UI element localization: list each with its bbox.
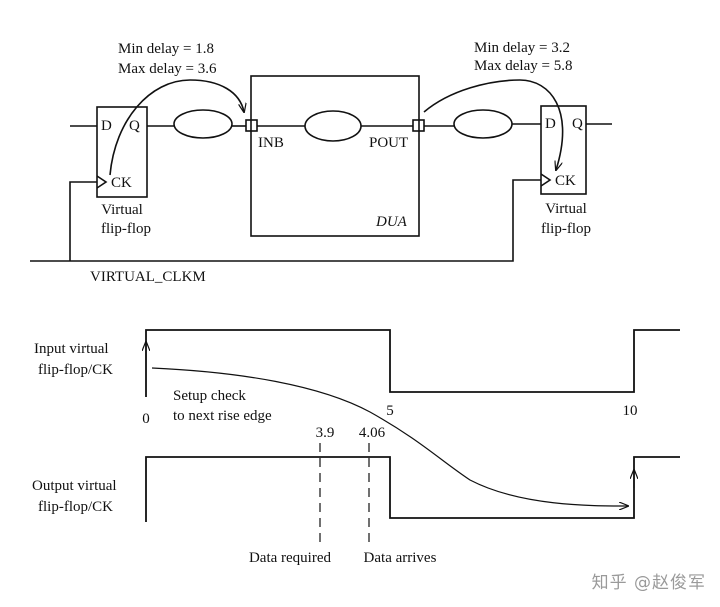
output-clock-waveform xyxy=(145,456,680,522)
tick-5: 5 xyxy=(386,403,394,419)
data-arrives-label: Data arrives xyxy=(364,550,437,566)
left-ff-q-label: Q xyxy=(129,118,140,134)
timing-labels: Input virtual flip-flop/CK Output virtua… xyxy=(32,341,638,566)
internal-logic-cloud xyxy=(304,110,362,142)
data-required-label: Data required xyxy=(249,550,332,566)
left-virtual-flip-flop xyxy=(96,106,148,198)
virtual-clock-wire-right xyxy=(30,179,541,262)
output-delay-cloud xyxy=(453,109,513,139)
inb-label: INB xyxy=(258,135,284,151)
timing-annotations xyxy=(146,342,634,545)
schematic xyxy=(30,75,612,262)
timing-waveforms xyxy=(145,329,680,522)
dua-block xyxy=(250,75,420,237)
right-virtual-flip-flop xyxy=(540,105,587,195)
schematic-labels: D Q CK Virtual flip-flop D Q CK Virtual … xyxy=(90,40,591,285)
input-clock-waveform xyxy=(145,329,680,397)
output-ck-label-line1: Output virtual xyxy=(32,478,117,494)
right-ff-q-label: Q xyxy=(572,116,583,132)
watermark: 知乎 @赵俊军 xyxy=(591,573,706,593)
input-delay-cloud xyxy=(173,109,233,139)
virtual-clock-label: VIRTUAL_CLKM xyxy=(90,269,206,285)
setup-check-line2: to next rise edge xyxy=(173,408,272,424)
dua-label: DUA xyxy=(375,214,408,230)
left-ff-caption-line1: Virtual xyxy=(101,202,143,218)
right-ff-ck-label: CK xyxy=(555,173,576,189)
left-ff-caption-line2: flip-flop xyxy=(101,221,151,237)
output-delay-arrow xyxy=(423,79,564,170)
setup-check-arrow xyxy=(151,367,628,506)
pout-label: POUT xyxy=(369,135,408,151)
input-max-delay: Max delay = 3.6 xyxy=(118,61,217,77)
tick-0: 0 xyxy=(142,411,150,427)
right-ff-caption-line2: flip-flop xyxy=(541,221,591,237)
virtual-clock-wire xyxy=(69,181,97,261)
tick-3-9: 3.9 xyxy=(316,425,335,441)
left-ff-ck-label: CK xyxy=(111,175,132,191)
input-min-delay: Min delay = 1.8 xyxy=(118,41,214,57)
output-max-delay: Max delay = 5.8 xyxy=(474,58,572,74)
right-ff-clock-triangle xyxy=(540,173,552,187)
right-ff-d-label: D xyxy=(545,116,556,132)
tick-10: 10 xyxy=(623,403,638,419)
setup-check-line1: Setup check xyxy=(173,388,246,404)
right-ff-caption-line1: Virtual xyxy=(545,201,587,217)
left-ff-d-label: D xyxy=(101,118,112,134)
input-delay-arrow xyxy=(109,79,244,176)
tick-4-06: 4.06 xyxy=(359,425,386,441)
input-ck-label-line2: flip-flop/CK xyxy=(38,362,113,378)
output-min-delay: Min delay = 3.2 xyxy=(474,40,570,56)
input-ck-label-line1: Input virtual xyxy=(34,341,109,357)
left-ff-clock-triangle xyxy=(96,175,108,189)
output-ck-label-line2: flip-flop/CK xyxy=(38,499,113,515)
